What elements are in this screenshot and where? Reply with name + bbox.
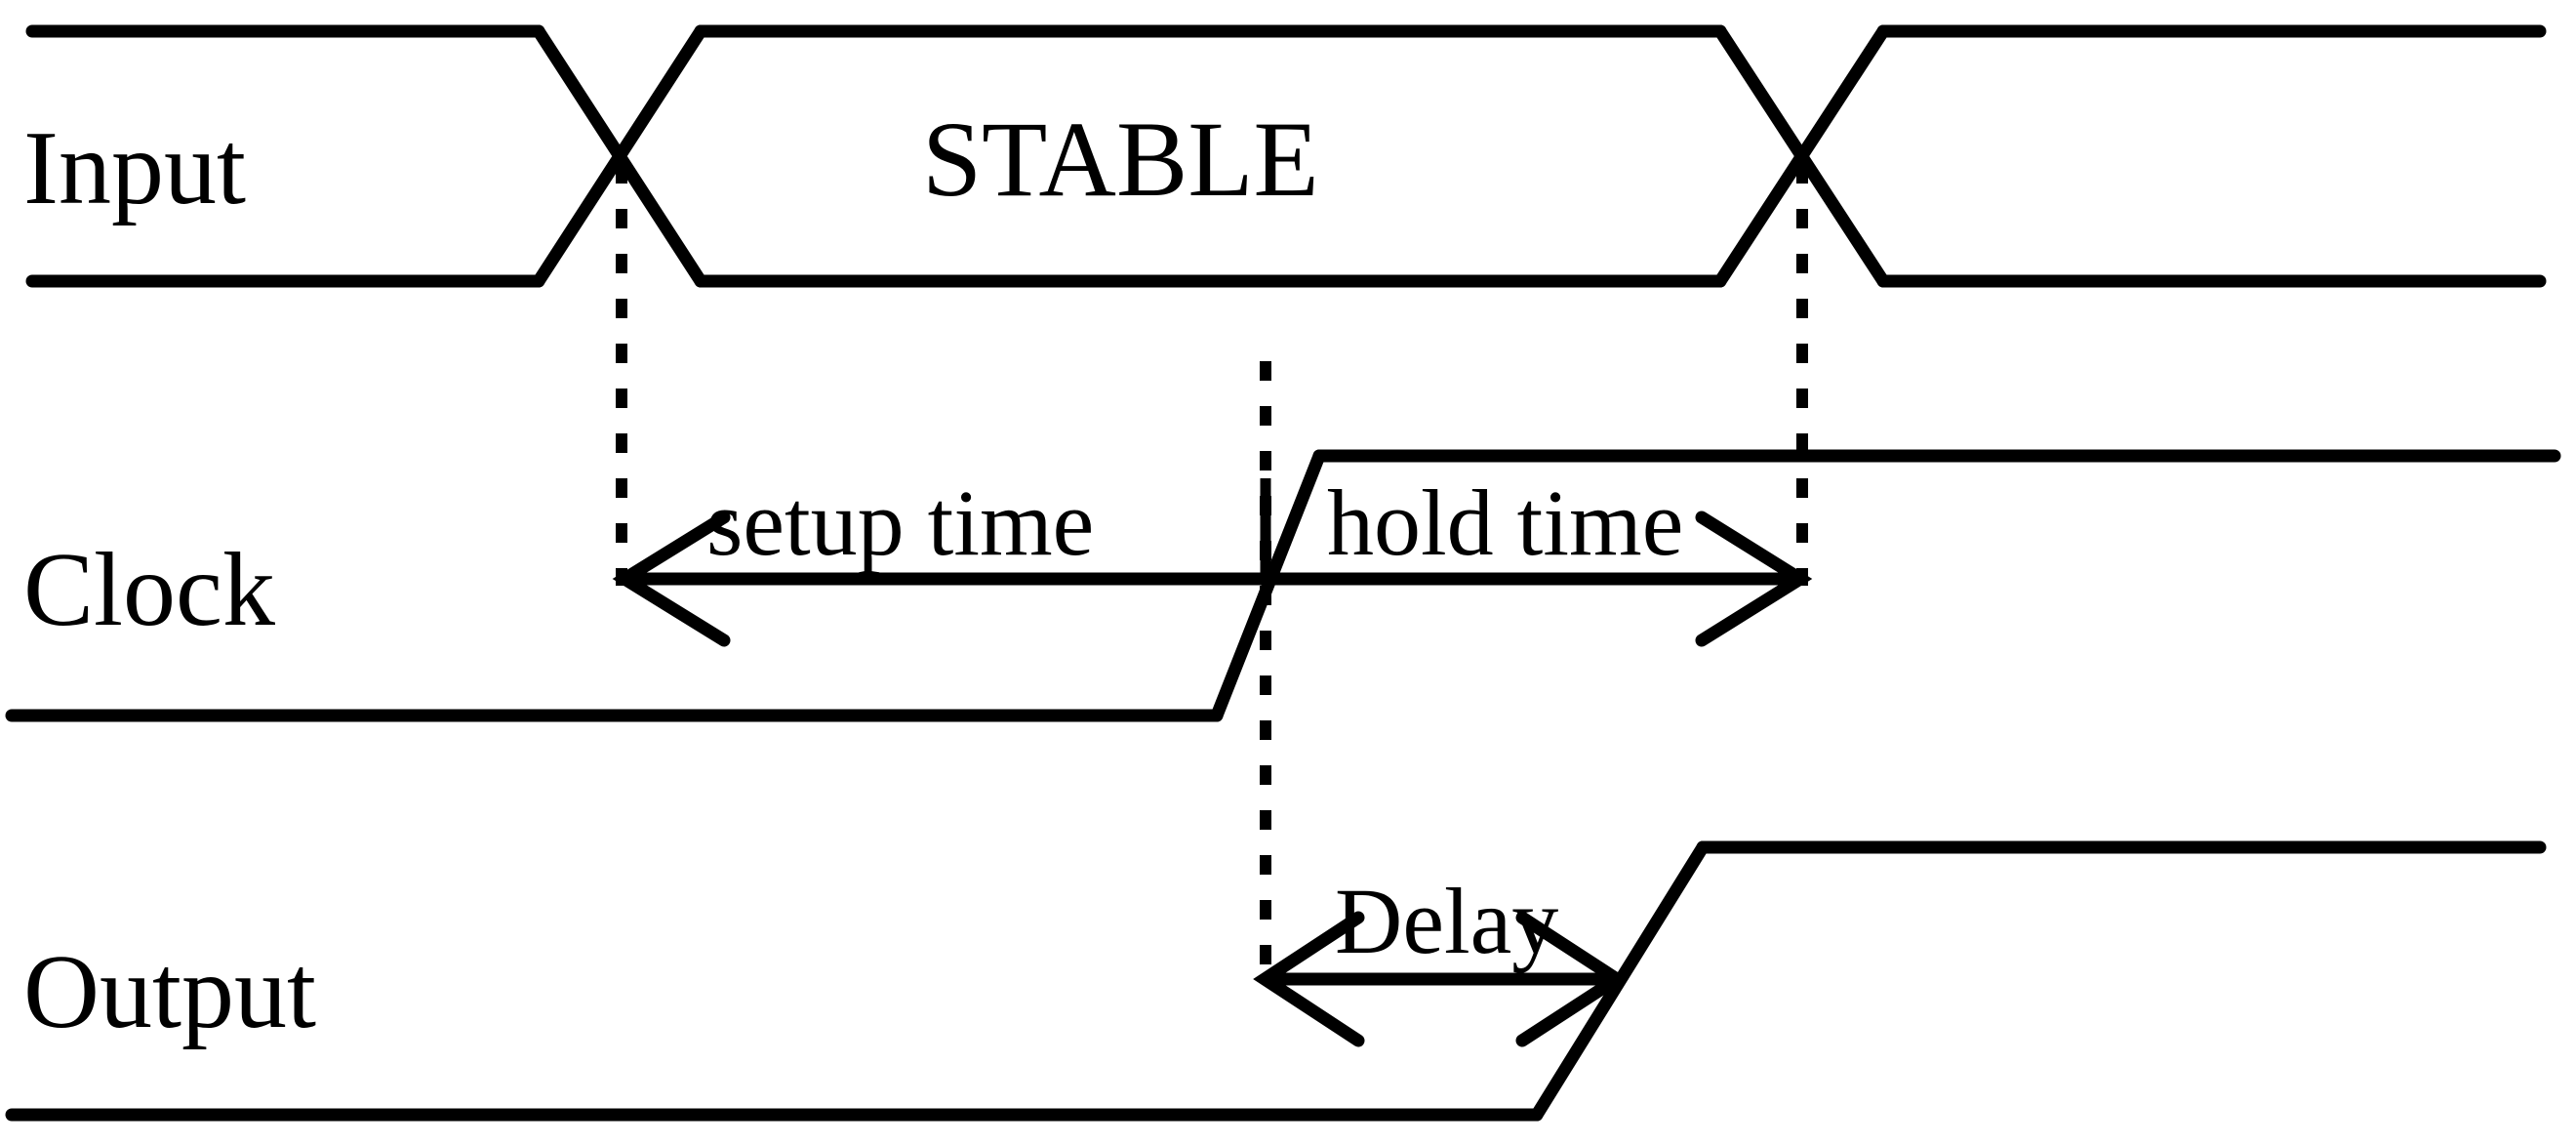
reference-markers [616,164,1808,988]
delay-label: Delay [1335,869,1558,973]
output-signal-label: Output [23,934,316,1050]
input-signal-label: Input [23,110,246,226]
setup-time-label: setup time [706,471,1094,575]
input-transition2-rising [1713,24,1890,288]
delay-measure-arrow [1253,911,1629,1047]
clock-waveform [5,449,2561,722]
input-stable-label: STABLE [922,100,1319,219]
delay-arrow-head-right [1515,911,1629,1047]
hold-arrow-head-right [1695,511,1813,647]
setup-arrow-head-left [612,511,731,647]
delay-arrow-head-left [1253,911,1365,1047]
hold-time-label: hold time [1327,471,1683,575]
clock-signal-label: Clock [23,532,275,648]
setup-hold-measure-arrow [612,478,1813,647]
input-transition1-rising [532,24,707,288]
input-waveform [25,24,2547,288]
